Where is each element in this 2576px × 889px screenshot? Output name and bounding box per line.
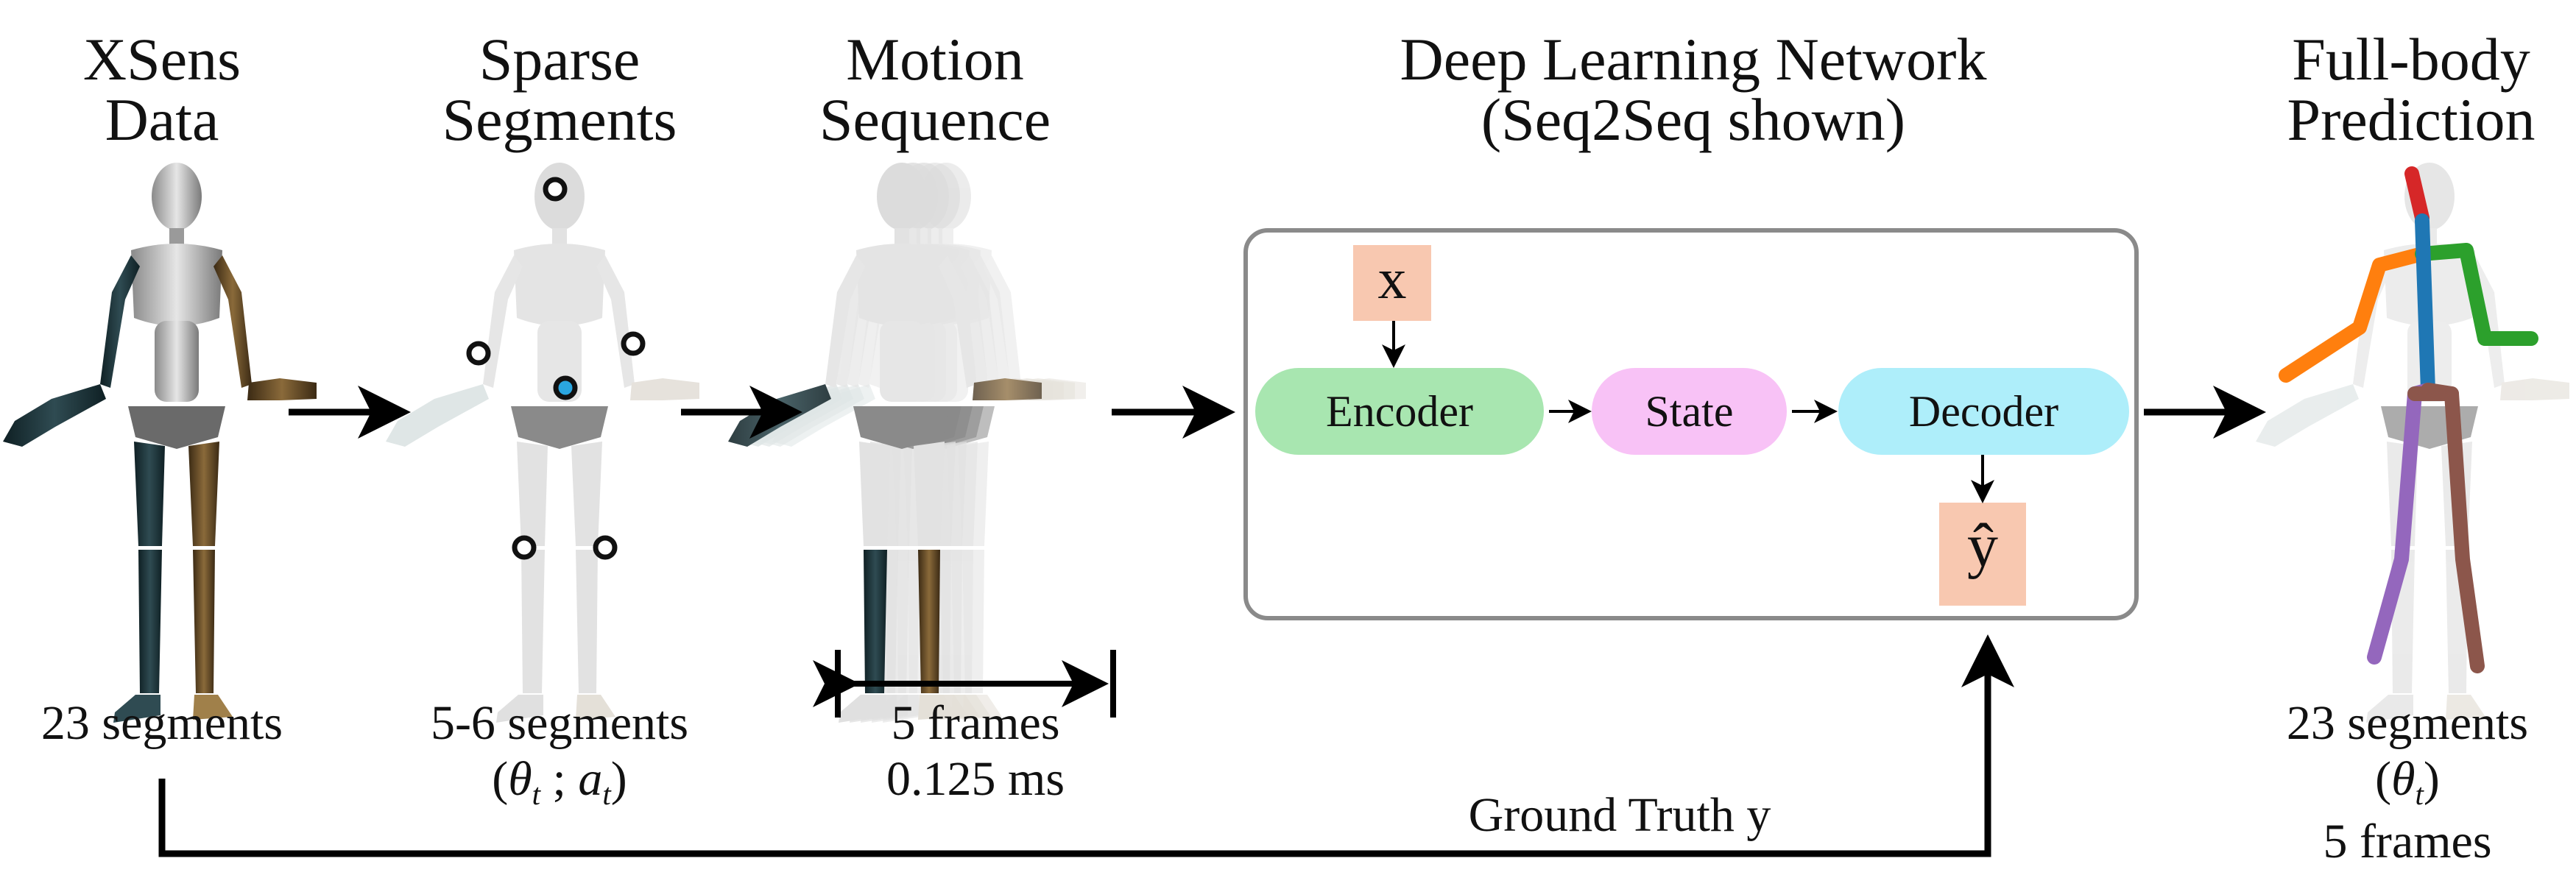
marker-left-knee <box>593 535 618 560</box>
sparse-math-theta-sub: t <box>532 778 541 812</box>
sparse-math-close: ) <box>610 752 627 806</box>
motion-caption-frames: 5 frames <box>891 696 1060 750</box>
prediction-math-theta-sub: t <box>2415 778 2424 812</box>
state-label: State <box>1645 387 1734 436</box>
prediction-math-open: ( <box>2375 752 2392 806</box>
motion-title-line1: Motion <box>846 26 1024 93</box>
motion-title: Motion Sequence <box>766 29 1104 150</box>
frames-bracket <box>813 650 1116 718</box>
network-title-line1: Deep Learning Network <box>1400 26 1987 93</box>
network-title-line2: (Seq2Seq shown) <box>1481 86 1906 153</box>
xsens-caption: 23 segments <box>40 696 283 750</box>
encoder-block <box>1255 368 1544 455</box>
sparse-math-a: a <box>578 752 603 806</box>
sparse-title: Sparse Segments <box>412 29 707 150</box>
skeleton-left-arm <box>2415 243 2538 346</box>
prediction-caption-count: 23 segments <box>2286 696 2529 750</box>
marker-right-knee <box>512 535 537 560</box>
prediction-title: Full-body Prediction <box>2253 29 2569 150</box>
prediction-caption-frames: 5 frames <box>2323 815 2492 869</box>
skeleton-right-arm <box>2279 247 2429 383</box>
sparse-caption: 5-6 segments (θt ; at) <box>398 699 721 810</box>
decoder-block <box>1838 368 2129 455</box>
input-label: x <box>1377 247 1407 311</box>
output-label: ŷ <box>1967 511 1998 580</box>
skeleton-spine <box>2415 213 2435 397</box>
xsens-mannequin <box>3 163 317 723</box>
sparse-title-line1: Sparse <box>479 26 641 93</box>
sparse-math-theta: θ <box>508 752 532 806</box>
predicted-skeleton <box>2279 166 2538 673</box>
marker-right-wrist <box>466 341 491 366</box>
marker-left-wrist <box>621 331 646 356</box>
ground-truth-label: Ground Truth y <box>1468 788 1771 842</box>
xsens-title-line2: Data <box>105 86 219 153</box>
sparse-math-separator: ; <box>540 752 579 806</box>
sparse-math-a-sub: t <box>602 778 611 812</box>
ground-truth-path <box>158 634 2014 857</box>
network-title: Deep Learning Network (Seq2Seq shown) <box>1252 29 2135 150</box>
encoder-label: Encoder <box>1326 387 1473 436</box>
sparse-math-open: ( <box>492 752 509 806</box>
prediction-math-close: ) <box>2423 752 2440 806</box>
skeleton-head <box>2404 166 2429 225</box>
prediction-math-theta: θ <box>2391 752 2416 806</box>
sparse-caption-count: 5-6 segments <box>430 696 689 750</box>
motion-caption-duration: 0.125 ms <box>886 752 1065 806</box>
motion-caption: 5 frames 0.125 ms <box>814 699 1137 804</box>
sparse-mannequin <box>386 163 699 723</box>
sparse-title-line2: Segments <box>442 86 677 153</box>
marker-pelvis <box>553 375 578 400</box>
xsens-title: XSens Data <box>15 29 309 150</box>
prediction-title-line1: Full-body <box>2292 26 2530 93</box>
motion-title-line2: Sequence <box>819 86 1051 153</box>
prediction-caption-math: (θt) <box>2245 755 2569 810</box>
state-block <box>1592 368 1787 455</box>
input-box <box>1353 245 1431 321</box>
decoder-label: Decoder <box>1908 387 2059 436</box>
network-arrows <box>1382 321 1994 503</box>
prediction-title-line2: Prediction <box>2287 86 2536 153</box>
motion-sequence-mannequins <box>728 163 1086 723</box>
marker-head <box>543 177 568 202</box>
output-box <box>1939 503 2026 606</box>
xsens-title-line1: XSens <box>82 26 241 93</box>
sparse-caption-math: (θt ; at) <box>398 755 721 810</box>
prediction-caption: 23 segments (θt) 5 frames <box>2245 699 2569 866</box>
